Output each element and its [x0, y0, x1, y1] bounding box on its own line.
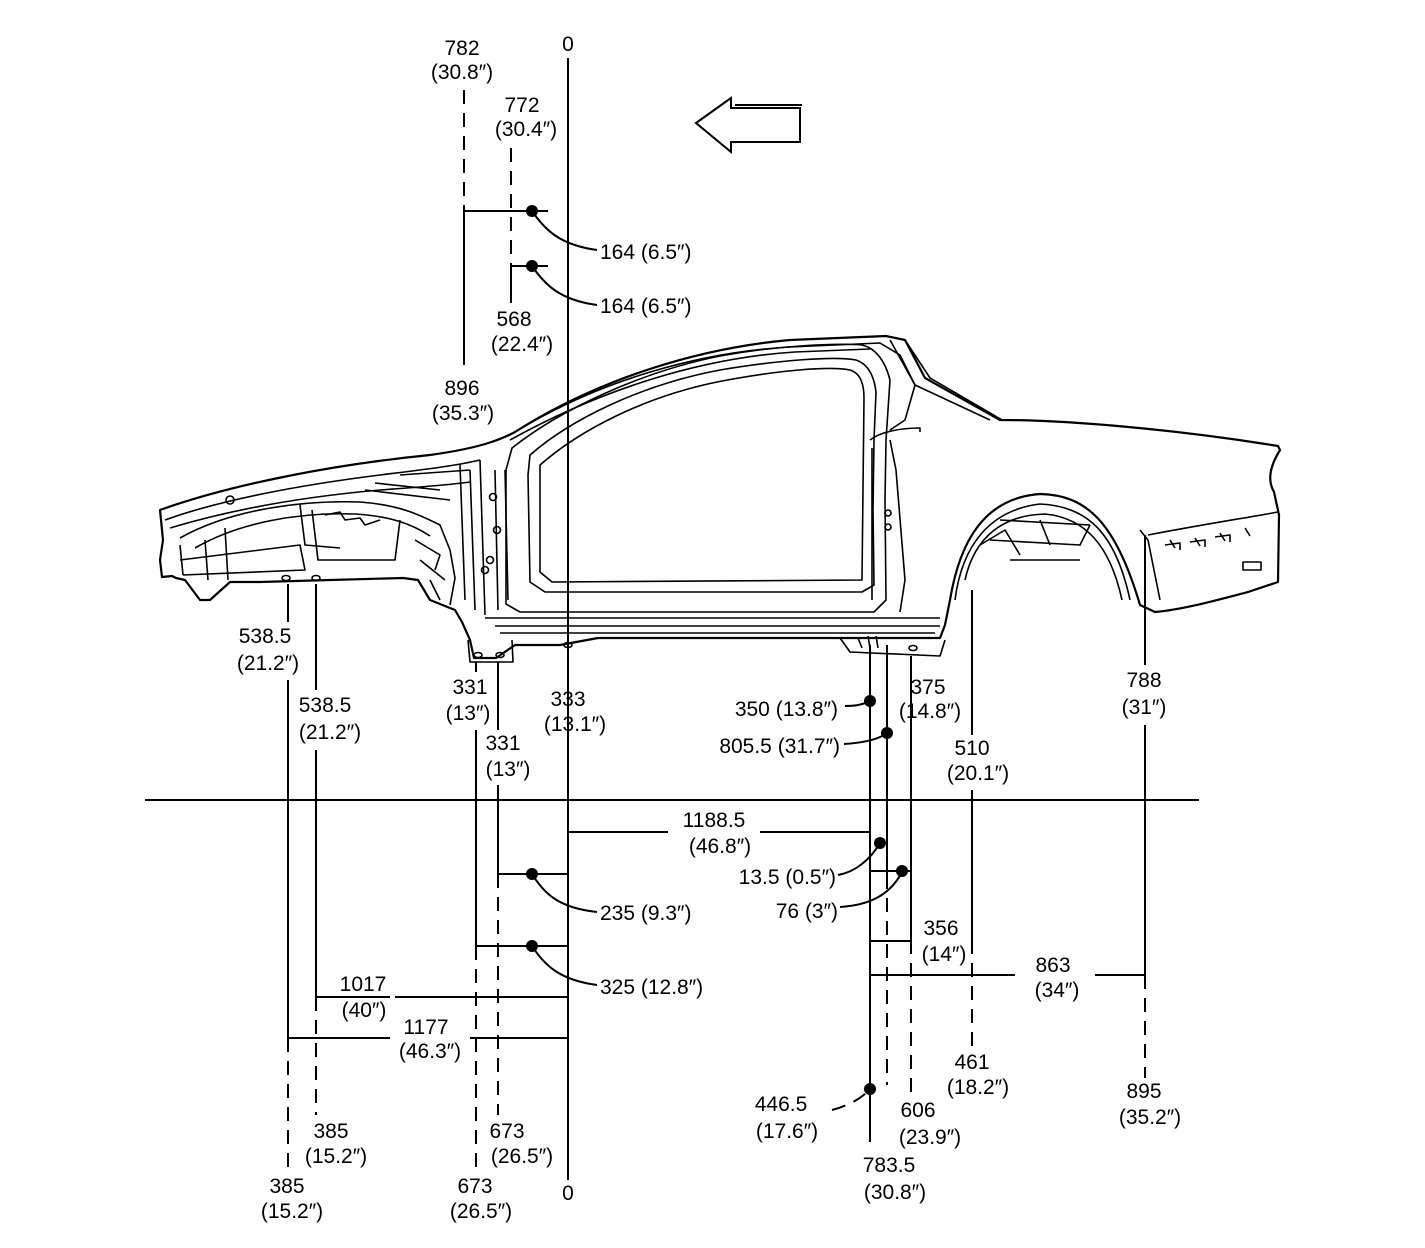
measurement-point-dot-icon: [881, 727, 893, 739]
dim-446-5-mm: 446.5: [755, 1093, 808, 1116]
dim-896-in: (35.3″): [432, 402, 494, 425]
dim-510-mm: 510: [954, 737, 989, 760]
dim-896-mm: 896: [444, 377, 479, 400]
dim-783-5-in: (30.8″): [864, 1181, 926, 1204]
dim-538-5-b-mm: 538.5: [299, 694, 352, 717]
dim-164-upper: 164 (6.5″): [600, 241, 692, 264]
measurement-point-dot-icon: [874, 837, 886, 849]
dim-538-5-a-in: (21.2″): [237, 652, 299, 675]
dim-783-5-mm: 783.5: [863, 1154, 916, 1177]
dimension-lines: [145, 58, 1199, 1180]
dim-331-b-mm: 331: [485, 732, 520, 755]
dim-895-mm: 895: [1126, 1080, 1161, 1103]
dim-510-in: (20.1″): [947, 762, 1009, 785]
dim-538-5-a-mm: 538.5: [239, 625, 292, 648]
dim-606-mm: 606: [900, 1099, 935, 1122]
measurement-point-dot-icon: [864, 1083, 876, 1095]
dim-331-a-in: (13″): [446, 702, 491, 725]
dim-385-a-mm: 385: [269, 1175, 304, 1198]
vehicle-body-outline: [158, 334, 1282, 663]
measurement-point-dot-icon: [526, 940, 538, 952]
dim-782-in: (30.8″): [431, 61, 493, 84]
dim-788-mm: 788: [1126, 669, 1161, 692]
dim-333-in: (13.1″): [544, 713, 606, 736]
dim-1017-mm: 1017: [340, 973, 387, 996]
dim-772-mm: 772: [504, 94, 539, 117]
dim-1177-mm: 1177: [403, 1016, 448, 1039]
dim-805-5: 805.5 (31.7″): [719, 735, 840, 758]
dim-331-a-mm: 331: [452, 676, 487, 699]
dim-356-mm: 356: [923, 917, 958, 940]
dim-1017-in: (40″): [342, 999, 387, 1022]
front-direction-arrow-icon: [694, 96, 802, 155]
dim-538-5-b-in: (21.2″): [299, 721, 361, 744]
dim-772-in: (30.4″): [495, 118, 557, 141]
dim-235: 235 (9.3″): [600, 902, 692, 925]
dim-461-in: (18.2″): [947, 1076, 1009, 1099]
dim-673-b-mm: 673: [489, 1120, 524, 1143]
dim-164-lower: 164 (6.5″): [600, 295, 692, 318]
dim-1188-5-in: (46.8″): [689, 835, 751, 858]
dim-606-in: (23.9″): [899, 1126, 961, 1149]
dim-863-mm: 863: [1035, 954, 1070, 977]
datum-zero-bottom: 0: [562, 1182, 574, 1205]
dim-1188-5-mm: 1188.5: [683, 809, 746, 832]
measurement-point-dot-icon: [864, 695, 876, 707]
dim-673-a-in: (26.5″): [450, 1200, 512, 1223]
dim-385-b-mm: 385: [313, 1120, 348, 1143]
dim-446-5-in: (17.6″): [756, 1120, 818, 1143]
dim-356-in: (14″): [922, 943, 967, 966]
dim-782-mm: 782: [444, 37, 479, 60]
dim-568-mm: 568: [496, 308, 531, 331]
measurement-point-dot-icon: [526, 868, 538, 880]
dim-375-mm: 375: [910, 676, 945, 699]
dim-568-in: (22.4″): [491, 333, 553, 356]
dim-673-b-in: (26.5″): [491, 1145, 553, 1168]
dim-863-in: (34″): [1035, 979, 1080, 1002]
dim-76: 76 (3″): [776, 900, 838, 923]
measurement-points: [526, 205, 908, 1095]
dim-331-b-in: (13″): [486, 758, 531, 781]
dim-325: 325 (12.8″): [600, 976, 703, 999]
dim-461-mm: 461: [954, 1051, 989, 1074]
dimension-labels: 0 0 782 (30.8″) 772 (30.4″) 164 (6.5″) 1…: [237, 33, 1181, 1223]
measurement-point-dot-icon: [526, 205, 538, 217]
dim-385-a-in: (15.2″): [261, 1200, 323, 1223]
dim-333-mm: 333: [550, 688, 585, 711]
dim-375-in: (14.8″): [899, 700, 961, 723]
dim-350: 350 (13.8″): [735, 698, 838, 721]
measurement-point-dot-icon: [526, 260, 538, 272]
dim-385-b-in: (15.2″): [305, 1145, 367, 1168]
datum-zero-top: 0: [562, 33, 574, 56]
dim-13-5: 13.5 (0.5″): [739, 866, 836, 889]
dim-895-in: (35.2″): [1119, 1106, 1181, 1129]
measurement-point-dot-icon: [896, 865, 908, 877]
dim-673-a-mm: 673: [457, 1175, 492, 1198]
dim-1177-in: (46.3″): [399, 1040, 461, 1063]
dim-788-in: (31″): [1122, 696, 1167, 719]
